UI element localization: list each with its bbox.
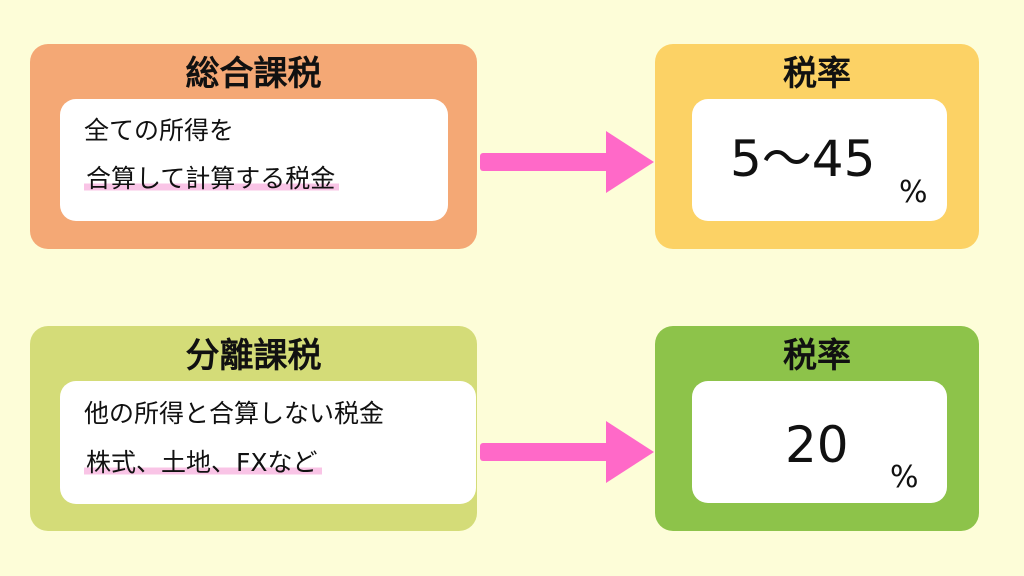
arrow-icon: [480, 421, 654, 483]
comprehensive-rate-value: 5〜45: [730, 130, 876, 188]
comprehensive-description-line-2-wrap: 合算して計算する税金: [84, 163, 340, 195]
comprehensive-description-line-2: 合算して計算する税金: [84, 164, 340, 193]
separate-description-line-2: 株式、土地、FXなど: [84, 448, 322, 477]
comprehensive-rate-value-panel: 5〜45 %: [692, 99, 947, 221]
comprehensive-rate-box: 税率 5〜45 %: [655, 44, 979, 249]
separate-rate-unit: %: [890, 460, 919, 495]
comprehensive-taxation-title: 総合課税: [185, 54, 322, 94]
comprehensive-taxation-box: 総合課税 全ての所得を 合算して計算する税金: [30, 44, 477, 249]
separate-rate-box: 税率 20 %: [655, 326, 979, 531]
comprehensive-description-line-1: 全ての所得を: [84, 116, 235, 145]
separate-taxation-title: 分離課税: [185, 336, 322, 376]
separate-taxation-description-panel: 他の所得と合算しない税金 株式、土地、FXなど: [60, 381, 476, 504]
separate-description-line-2-wrap: 株式、土地、FXなど: [84, 447, 322, 479]
comprehensive-taxation-description-panel: 全ての所得を 合算して計算する税金: [60, 99, 448, 221]
separate-rate-value-panel: 20 %: [692, 381, 947, 503]
separate-description-line-1: 他の所得と合算しない税金: [84, 399, 385, 428]
separate-taxation-box: 分離課税 他の所得と合算しない税金 株式、土地、FXなど: [30, 326, 477, 531]
separate-rate-title: 税率: [783, 336, 851, 376]
comprehensive-rate-title: 税率: [783, 54, 851, 94]
arrow-icon: [480, 131, 654, 193]
separate-rate-value: 20: [785, 416, 849, 474]
comprehensive-rate-unit: %: [899, 175, 928, 210]
